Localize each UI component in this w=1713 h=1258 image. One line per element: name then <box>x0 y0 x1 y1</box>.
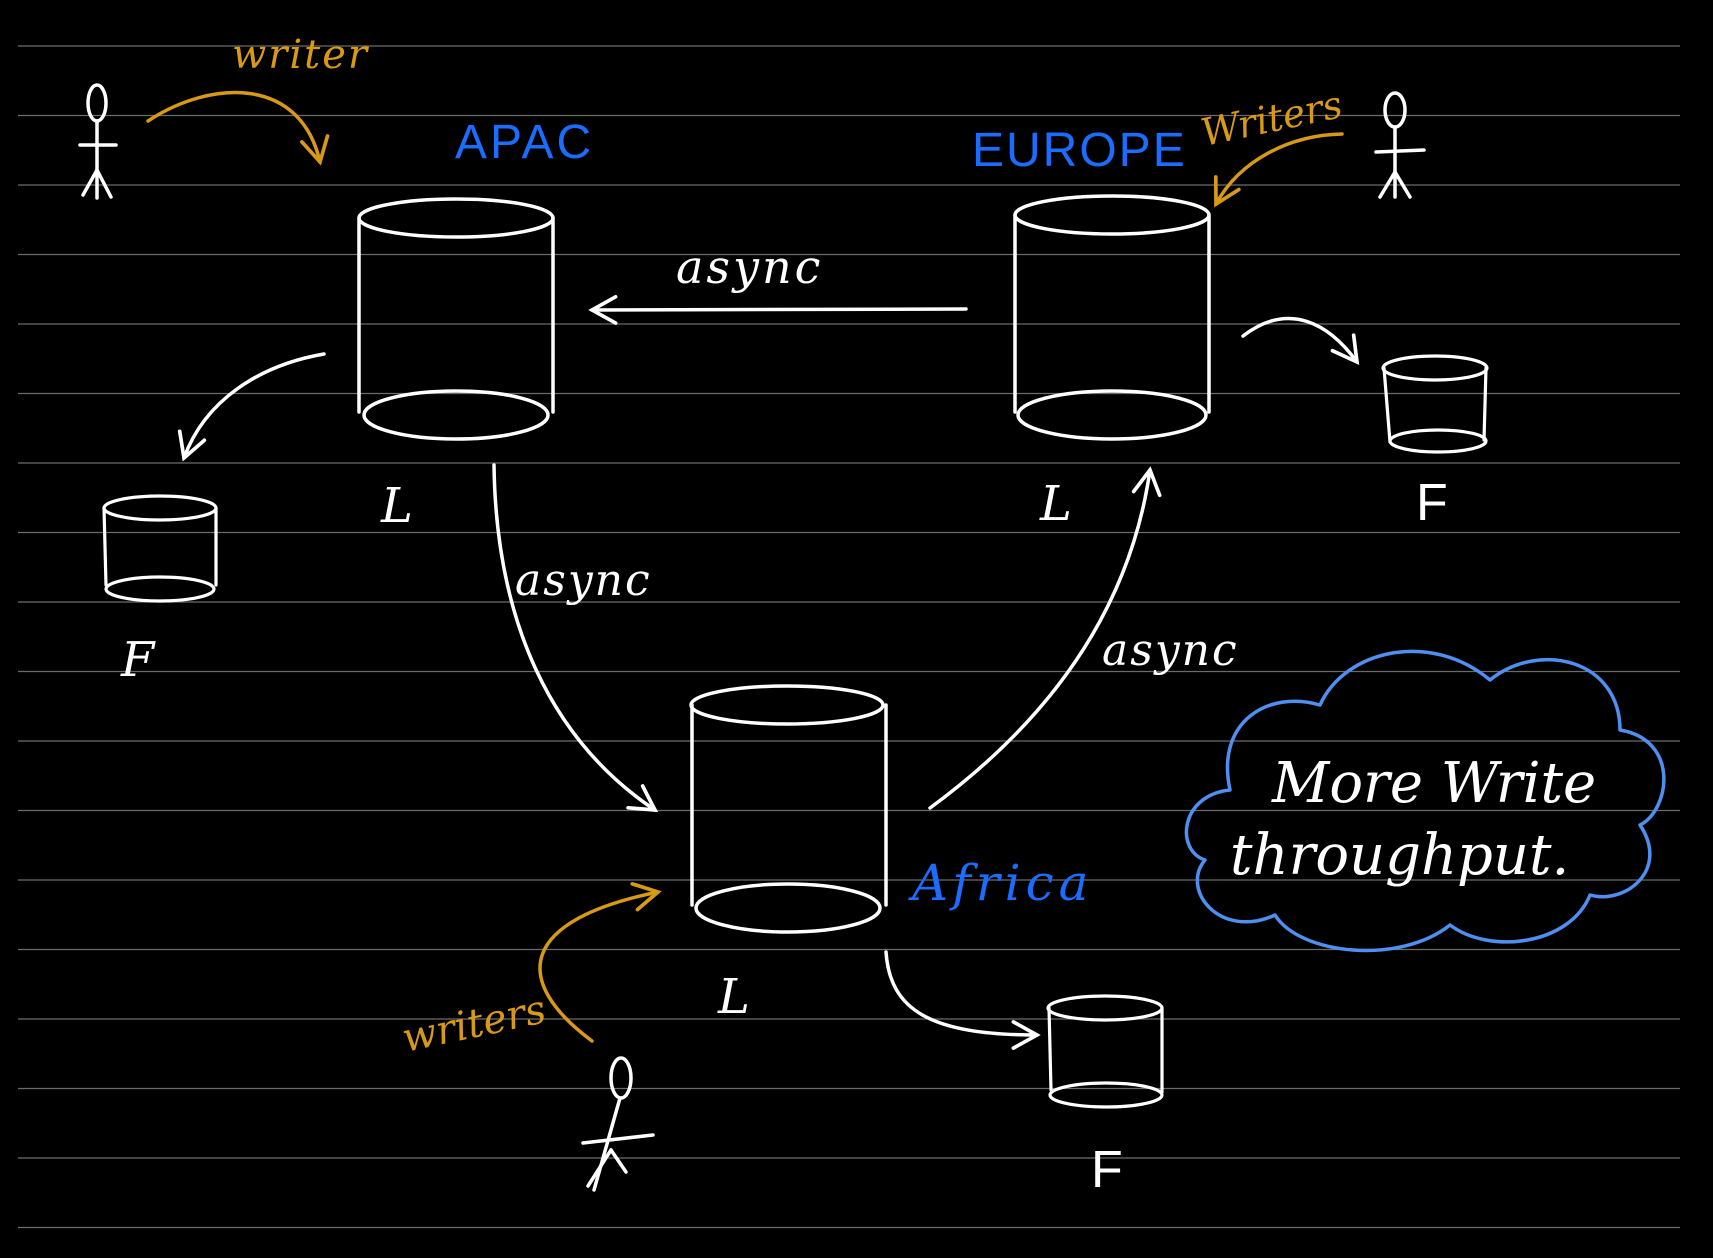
africa-leader-label: L <box>717 969 750 1025</box>
europe-writer-figure <box>1374 91 1426 199</box>
ruled-lines <box>18 45 1680 1229</box>
europe-writers-label: Writers <box>1197 82 1346 155</box>
async-label-right: async <box>1102 625 1239 676</box>
region-label-apac: APAC <box>455 116 594 169</box>
apac-to-follower-arrow <box>177 352 326 462</box>
async-label-left: async <box>515 555 652 606</box>
europe-follower-db <box>1381 354 1489 454</box>
africa-to-follower-arrow <box>884 950 1041 1050</box>
europe-writer-arrow <box>1213 132 1344 208</box>
africa-writer-arrow <box>538 882 662 1043</box>
note-cloud <box>1184 649 1666 953</box>
apac-follower-db <box>102 494 218 603</box>
africa-leader-db <box>689 684 888 934</box>
europe-leader-label: L <box>1039 476 1072 532</box>
apac-leader-db <box>357 197 555 441</box>
europe-leader-db <box>1013 194 1211 441</box>
apac-writer-figure <box>78 83 118 200</box>
note-line-2: throughput. <box>1230 823 1569 888</box>
apac-follower-label: F <box>120 632 156 688</box>
africa-follower-db <box>1046 994 1164 1109</box>
apac-to-africa-async-arrow <box>492 463 659 813</box>
africa-writers-label: writers <box>398 987 550 1062</box>
africa-writer-figure <box>581 1056 655 1192</box>
apac-leader-label: L <box>380 478 413 534</box>
note-line-1: More Write <box>1271 751 1596 816</box>
apac-writer-label: writer <box>232 32 370 78</box>
region-label-europe: EUROPE <box>972 124 1187 177</box>
africa-to-europe-async-arrow <box>928 466 1162 810</box>
europe-to-apac-async-arrow <box>588 294 968 325</box>
africa-follower-label: F <box>1091 1141 1123 1199</box>
europe-follower-label: F <box>1416 474 1448 532</box>
europe-to-follower-arrow <box>1241 316 1360 366</box>
apac-writer-arrow <box>146 90 330 166</box>
async-label-top: async <box>676 240 823 294</box>
region-label-africa: Africa <box>908 854 1093 912</box>
